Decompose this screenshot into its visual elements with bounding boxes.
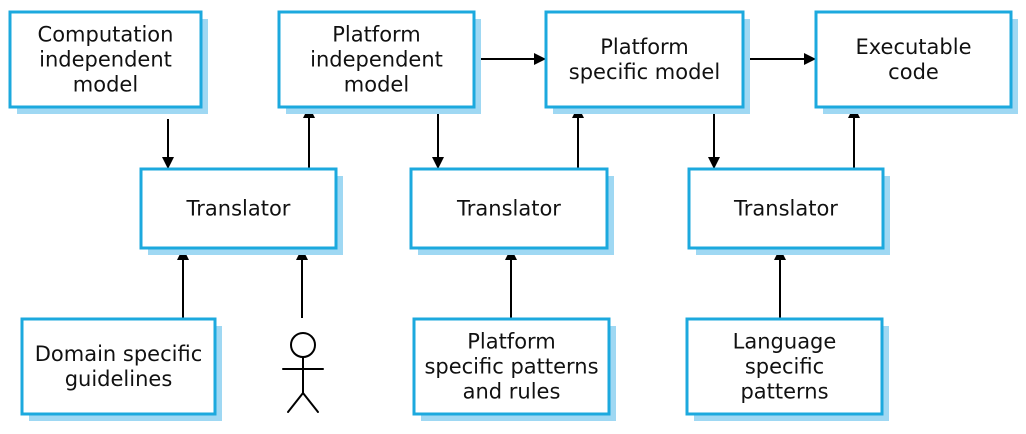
language-patterns-box-label-line: Language [733,330,837,354]
box-frame [8,10,203,109]
translator-3-box: Translator [687,167,890,255]
box-frame [685,317,884,416]
pim-box-label-line: model [344,73,409,97]
translator-3-box-label-line: Translator [733,197,838,221]
cim-box-label-line: model [73,73,138,97]
executable-code-box-label-line: code [888,60,939,84]
language-patterns-box-label-line: patterns [740,380,828,404]
translator-2-box-label-line: Translator [456,197,561,221]
pim-box-label-line: Platform [332,23,421,47]
pim-box-label-line: independent [310,48,443,72]
box-frame [814,10,1013,109]
platform-patterns-box-label-line: specific patterns [424,355,598,379]
stick-figure-icon [282,332,324,413]
cim-box-label-line: Computation [38,23,174,47]
domain-guidelines-box-label-line: Domain specific [35,342,203,366]
box-frame [544,10,745,109]
language-patterns-box-label-line: specific [745,355,824,379]
box-frame [277,10,476,109]
box-frame [412,317,611,416]
executable-code-box-label-line: Executable [855,35,971,59]
translator-2-box: Translator [409,167,614,255]
platform-patterns-box-label-line: Platform [467,330,556,354]
diagram-boxes: ComputationindependentmodelPlatformindep… [8,10,1018,421]
box-frame [20,317,217,416]
psm-box-label-line: specific model [569,60,720,84]
domain-guidelines-box-label-line: guidelines [65,367,173,391]
box-frame [687,167,885,250]
translator-1-box-label-line: Translator [186,197,291,221]
connectors [162,53,860,318]
box-frame [409,167,609,250]
psm-box-label-line: Platform [600,35,689,59]
translator-1-box: Translator [139,167,343,255]
platform-patterns-box-label-line: and rules [463,380,561,404]
cim-box-label-line: independent [39,48,172,72]
box-frame [139,167,338,250]
